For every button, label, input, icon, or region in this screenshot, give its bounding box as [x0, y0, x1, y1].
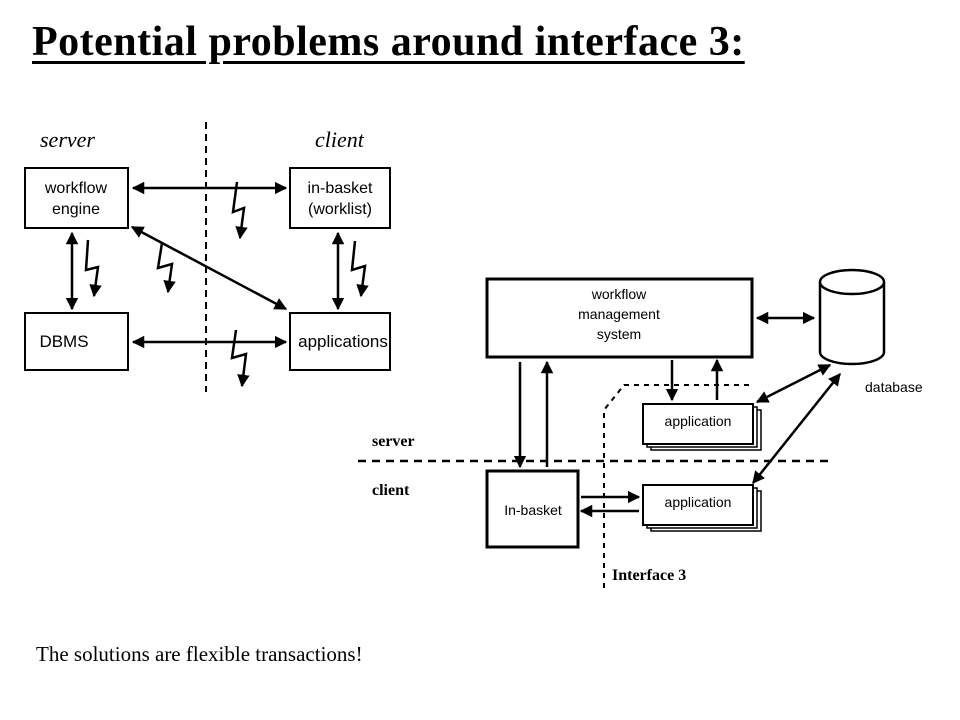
application-top-label: application	[665, 413, 732, 429]
left-client-label: client	[315, 127, 365, 152]
workflow-engine-label-2: engine	[52, 201, 100, 218]
right-client-label: client	[372, 482, 410, 499]
failure-bolt-icon	[84, 239, 102, 298]
right-diagram: workflow management system database appl…	[358, 268, 923, 588]
left-diagram: server client workflow engine in-basket …	[24, 122, 391, 392]
interface-3-boundary	[603, 384, 752, 588]
workflow-engine-label-1: workflow	[44, 180, 108, 197]
left-in-basket-label-2: (worklist)	[308, 201, 372, 218]
arrow-app-bottom-database	[752, 373, 841, 484]
left-applications-box: applications	[289, 312, 391, 371]
left-server-label: server	[40, 127, 95, 152]
application-bottom-label: application	[665, 494, 732, 510]
wfms-label-2: management	[578, 306, 660, 322]
wfms-label-1: workflow	[591, 286, 647, 302]
left-in-basket-label-1: in-basket	[308, 180, 373, 197]
wfms-label-3: system	[597, 326, 641, 342]
right-server-label: server	[372, 433, 415, 450]
dbms-label: DBMS	[39, 332, 88, 351]
workflow-engine-box: workflow engine	[24, 167, 129, 229]
failure-bolt-icon	[230, 329, 250, 388]
application-bottom-stack: application	[642, 484, 762, 532]
wfms-box: workflow management system	[485, 277, 754, 359]
slide-title: Potential problems around interface 3:	[32, 19, 745, 65]
database-cylinder: database	[818, 268, 923, 395]
dbms-box: DBMS	[24, 312, 129, 371]
right-in-basket-label: In-basket	[504, 502, 562, 518]
database-label: database	[865, 379, 923, 395]
footer-note: The solutions are flexible transactions!	[36, 642, 363, 666]
left-in-basket-box: in-basket (worklist)	[289, 167, 391, 229]
interface-3-label: Interface 3	[612, 567, 686, 584]
arrow-app-top-database	[755, 363, 832, 404]
failure-bolt-icon	[231, 181, 248, 240]
right-in-basket-box: In-basket	[485, 469, 580, 549]
failure-bolt-icon	[350, 240, 369, 298]
failure-bolt-icon	[156, 242, 176, 294]
arrow-engine-applications	[130, 225, 288, 311]
application-top-stack: application	[642, 403, 762, 451]
left-applications-label: applications	[298, 332, 388, 351]
